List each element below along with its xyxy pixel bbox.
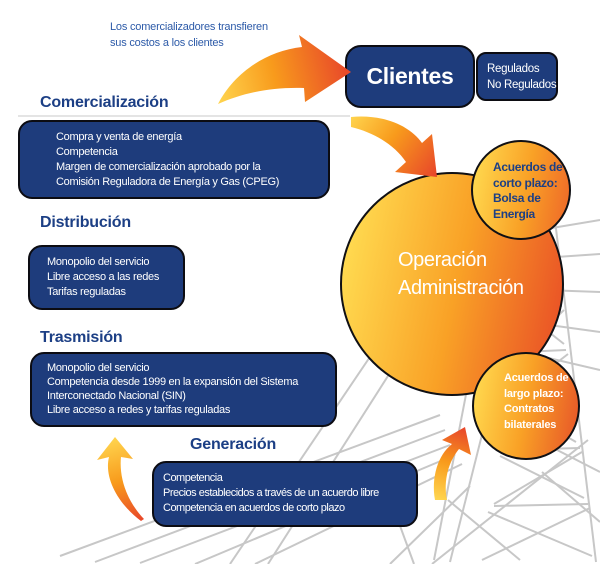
clientes-label: Clientes <box>366 63 454 89</box>
curved-arrow-generacion-up-icon <box>97 437 144 521</box>
regulados-box: Regulados No Regulados <box>476 52 558 101</box>
curved-arrow-clientes-to-operation-icon <box>351 116 437 177</box>
heading-trasmision: Trasmisión <box>40 329 123 346</box>
short-term-agreements-circle: Acuerdos de corto plazo: Bolsa de Energí… <box>471 140 571 240</box>
comercializacion-box: Compra y venta de energía Competencia Ma… <box>18 120 330 199</box>
long-term-agreements-circle: Acuerdos de largo plazo: Contratos bilat… <box>472 352 580 460</box>
generacion-box: Competencia Precios establecidos a travé… <box>152 461 418 527</box>
operation-circle-label: Operación Administración <box>398 249 524 299</box>
curved-arrow-to-long-term-icon <box>433 427 471 500</box>
trasmision-box: Monopolio del servicio Competencia desde… <box>30 352 337 427</box>
long-term-agreements-label: Acuerdos de largo plazo: Contratos bilat… <box>504 372 569 431</box>
top-annotation: Los comercializadores transfieren sus co… <box>110 21 268 49</box>
clientes-box: Clientes <box>345 45 475 108</box>
distribucion-box: Monopolio del servicio Libre acceso a la… <box>28 245 185 310</box>
short-term-agreements-label: Acuerdos de corto plazo: Bolsa de Energí… <box>493 160 563 221</box>
heading-generacion: Generación <box>190 436 277 453</box>
heading-comercializacion: Comercialización <box>40 94 169 111</box>
heading-distribucion: Distribución <box>40 214 131 231</box>
